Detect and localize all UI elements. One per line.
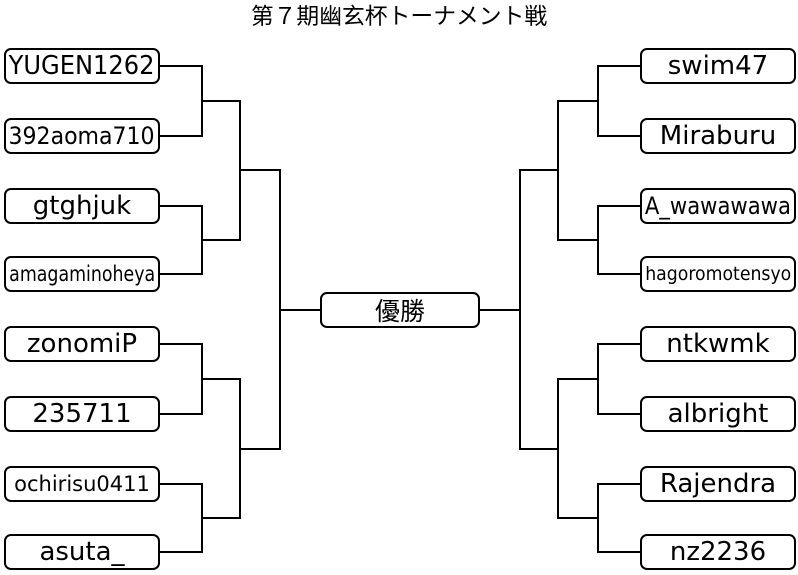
player-box-right-8: nz2236 [640,534,796,570]
bracket-line [557,100,598,241]
player-name: Rajendra [659,469,777,499]
player-box-right-4: hagoromotensyo [640,256,796,292]
player-box-left-2: 392aoma710 [4,118,160,154]
bracket-line [160,205,203,275]
player-box-left-6: 235711 [4,396,160,432]
player-box-left-7: ochirisu0411 [4,466,160,502]
player-name: ntkwmk [666,329,770,359]
player-name: 392aoma710 [8,122,156,150]
bracket-line [557,378,598,519]
winner-box: 優勝 [320,292,480,328]
player-box-left-8: asuta_ [4,534,160,570]
winner-label: 優勝 [374,297,425,326]
player-name: swim47 [667,51,769,81]
tournament-title: 第７期幽玄杯トーナメント戦 [250,4,548,30]
bracket-line [240,169,281,450]
player-name: nz2236 [669,537,767,567]
bracket-line [597,65,640,137]
player-box-left-3: gtghjuk [4,188,160,224]
player-name: albright [667,399,769,429]
player-box-left-4: amagaminoheya [4,256,160,292]
player-name: YUGEN1262 [9,51,155,81]
player-name: hagoromotensyo [644,263,792,285]
player-name: amagaminoheya [8,262,156,286]
player-name: ochirisu0411 [14,472,150,496]
player-name: 235711 [32,399,132,429]
bracket-line [202,378,241,519]
bracket-line [160,483,203,553]
bracket-line [597,343,640,415]
player-box-left-1: YUGEN1262 [4,48,160,84]
player-box-right-6: albright [640,396,796,432]
player-box-right-1: swim47 [640,48,796,84]
player-name: Miraburu [659,121,777,151]
bracket-line [597,205,640,275]
player-box-right-5: ntkwmk [640,326,796,362]
player-name: A_wawawawa [644,192,792,220]
bracket-line [160,343,203,415]
player-name: asuta_ [39,537,125,567]
player-box-right-3: A_wawawawa [640,188,796,224]
player-name: gtghjuk [32,191,132,221]
bracket-line [202,100,241,241]
bracket-line [597,483,640,553]
player-box-right-7: Rajendra [640,466,796,502]
player-box-right-2: Miraburu [640,118,796,154]
player-name: zonomiP [26,329,138,359]
player-box-left-5: zonomiP [4,326,160,362]
bracket-line [519,169,558,450]
bracket-line [160,65,203,137]
